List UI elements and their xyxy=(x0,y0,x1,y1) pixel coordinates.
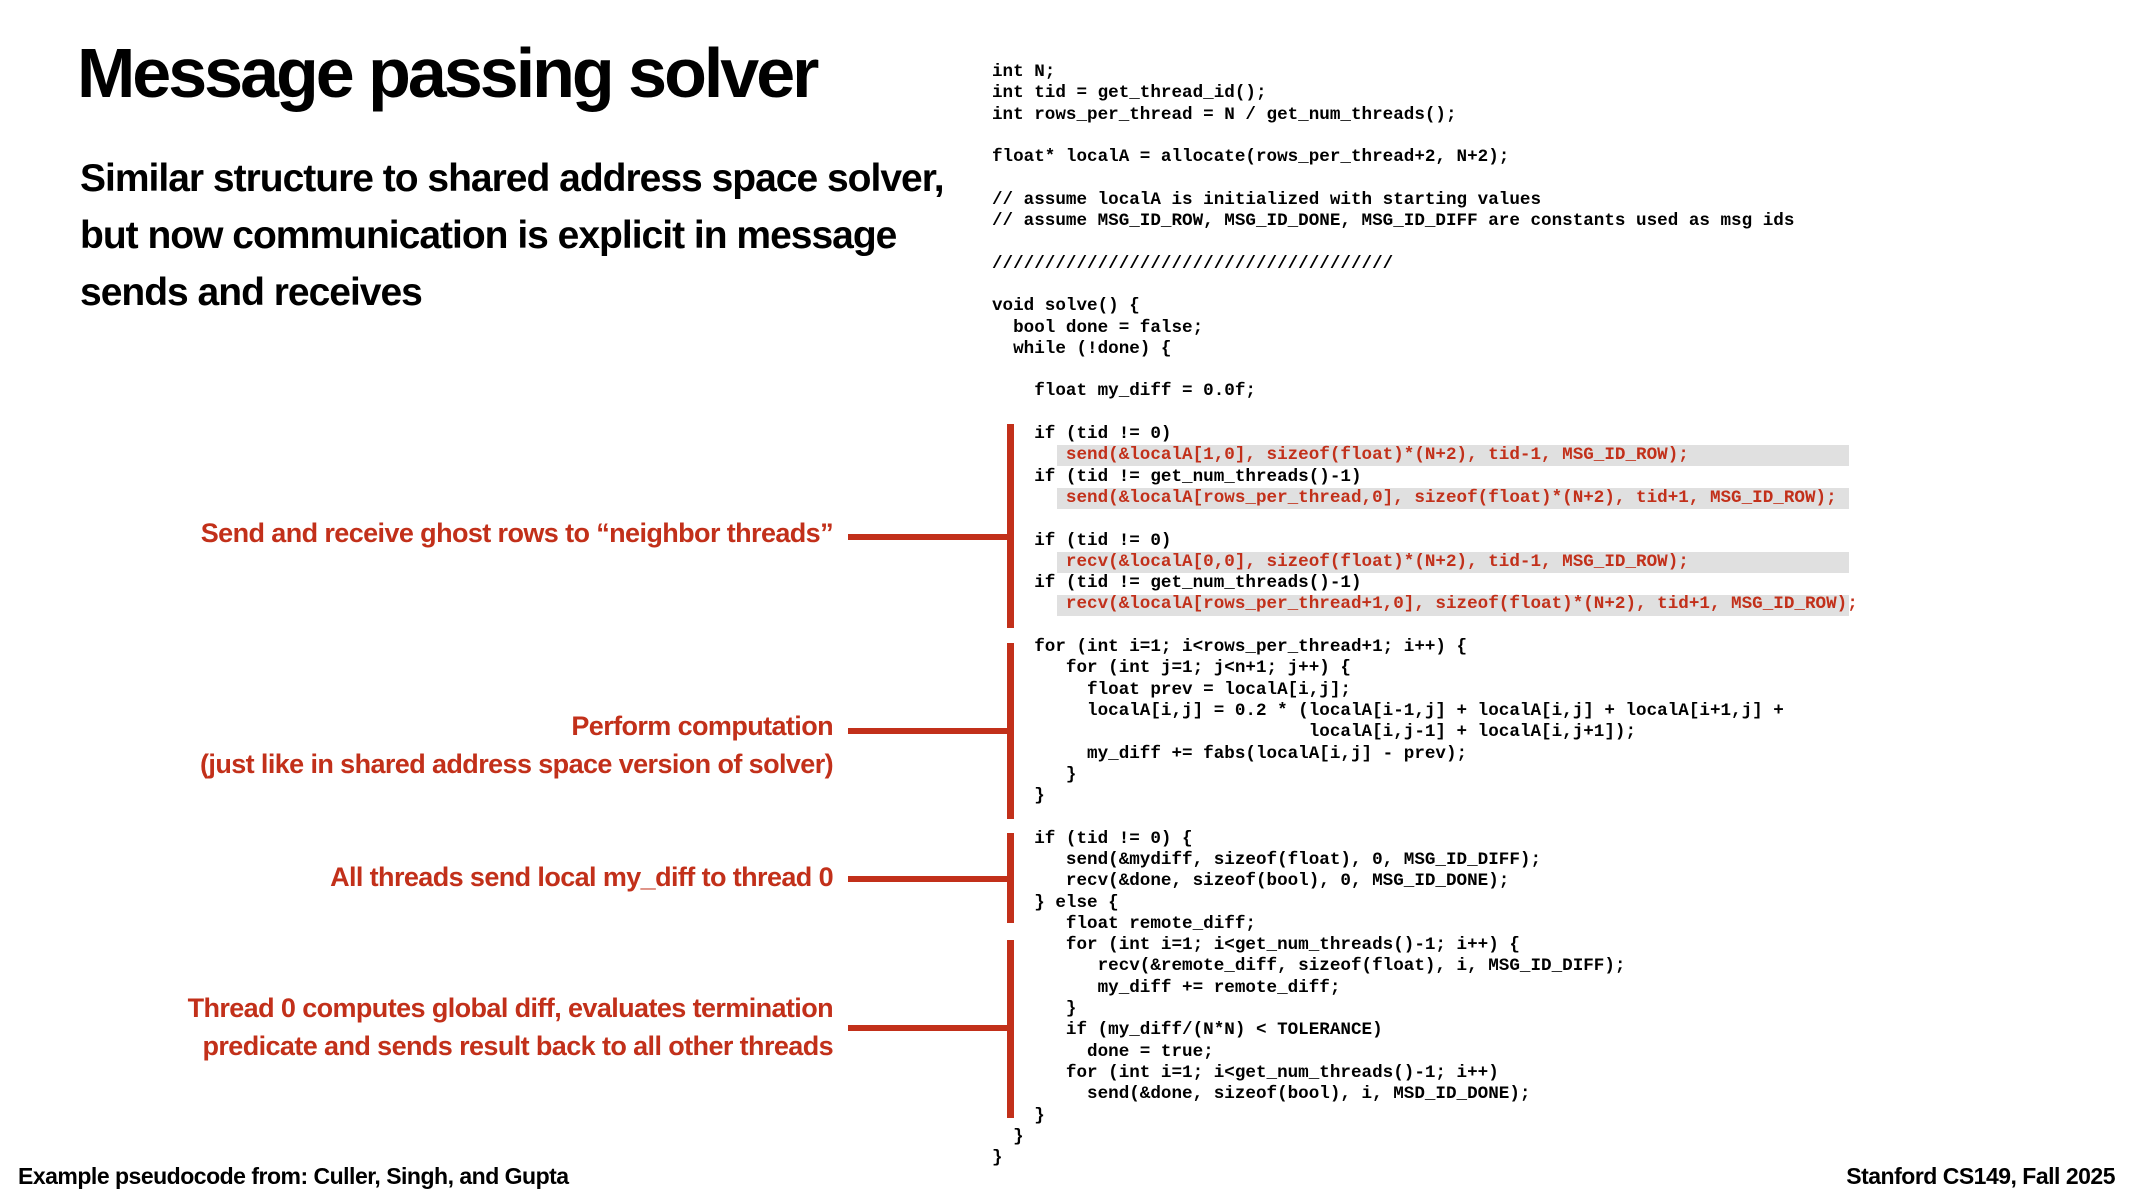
code-line: for (int i=1; i<get_num_threads()-1; i++… xyxy=(992,935,1520,956)
code-highlight-box xyxy=(1057,594,1849,616)
annotation-connector xyxy=(848,534,1013,540)
annotation-connector xyxy=(848,876,1013,882)
code-line: float prev = localA[i,j]; xyxy=(992,679,1351,700)
code-line: if (tid != 0) xyxy=(992,424,1172,445)
code-line: for (int j=1; j<n+1; j++) { xyxy=(992,658,1351,679)
bracket-ghost-rows xyxy=(1007,424,1014,628)
code-line: } xyxy=(992,1148,1003,1169)
code-line: if (my_diff/(N*N) < TOLERANCE) xyxy=(992,1020,1383,1041)
code-line: send(&mydiff, sizeof(float), 0, MSG_ID_D… xyxy=(992,849,1542,870)
code-line: ////////////////////////////////////// xyxy=(992,253,1394,274)
code-line: if (tid != get_num_threads()-1) xyxy=(992,466,1362,487)
code-line: for (int i=1; i<get_num_threads()-1; i++… xyxy=(992,1062,1499,1083)
annotation-line: (just like in shared address space versi… xyxy=(200,749,834,779)
code-line: my_diff += fabs(localA[i,j] - prev); xyxy=(992,743,1468,764)
annotation-ghost-rows: Send and receive ghost rows to “neighbor… xyxy=(200,514,834,552)
code-line xyxy=(992,360,1992,381)
code-line: } xyxy=(992,1105,1045,1126)
code-line: } xyxy=(992,786,1045,807)
code-line xyxy=(992,232,1992,253)
annotation-line: Send and receive ghost rows to “neighbor… xyxy=(200,518,834,548)
subtitle-line: Similar structure to shared address spac… xyxy=(80,157,945,200)
code-line: float remote_diff; xyxy=(992,913,1256,934)
code-line: // assume localA is initialized with sta… xyxy=(992,189,1542,210)
code-line: my_diff += remote_diff; xyxy=(992,977,1341,998)
annotation-line: Perform computation xyxy=(571,711,833,741)
code-line: send(&done, sizeof(bool), i, MSD_ID_DONE… xyxy=(992,1084,1531,1105)
code-line: } xyxy=(992,764,1077,785)
code-line: if (tid != get_num_threads()-1) xyxy=(992,573,1362,594)
code-line-highlighted: send(&localA[1,0], sizeof(float)*(N+2), … xyxy=(992,445,1689,466)
code-line: recv(&done, sizeof(bool), 0, MSG_ID_DONE… xyxy=(992,871,1510,892)
bracket-send-diff xyxy=(1007,833,1014,923)
code-highlight-box xyxy=(1057,488,1849,509)
code-line-highlighted: recv(&localA[rows_per_thread+1,0], sizeo… xyxy=(992,594,1858,615)
code-line xyxy=(992,168,1992,189)
code-highlight-box xyxy=(1057,445,1849,467)
code-line xyxy=(992,275,1992,296)
slide-subtitle: Similar structure to shared address spac… xyxy=(80,150,945,321)
code-line: for (int i=1; i<rows_per_thread+1; i++) … xyxy=(992,637,1468,658)
code-line: bool done = false; xyxy=(992,317,1204,338)
code-line: float* localA = allocate(rows_per_thread… xyxy=(992,147,1510,168)
annotation-line: Thread 0 computes global diff, evaluates… xyxy=(187,993,834,1023)
code-highlight-box xyxy=(1057,551,1849,573)
code-line: } else { xyxy=(992,892,1119,913)
code-line-highlighted: send(&localA[rows_per_thread,0], sizeof(… xyxy=(992,487,1837,508)
code-line: int N; xyxy=(992,62,1056,82)
code-line: void solve() { xyxy=(992,296,1140,317)
code-line xyxy=(992,509,1992,530)
annotation-line: All threads send local my_diff to thread… xyxy=(330,862,834,892)
code-line: int tid = get_thread_id(); xyxy=(992,83,1267,104)
bracket-termination xyxy=(1007,940,1014,1118)
code-line: float my_diff = 0.0f; xyxy=(992,381,1256,402)
code-line: } xyxy=(992,1126,1024,1147)
bracket-computation xyxy=(1007,643,1014,819)
subtitle-line: sends and receives xyxy=(80,271,423,314)
slide-title: Message passing solver xyxy=(77,34,819,112)
annotation-line: predicate and sends result back to all o… xyxy=(202,1031,834,1061)
code-block: int N;int tid = get_thread_id();int rows… xyxy=(992,62,1992,1169)
code-line: if (tid != 0) xyxy=(992,530,1172,551)
subtitle-line: but now communication is explicit in mes… xyxy=(80,214,897,257)
annotation-computation: Perform computation (just like in shared… xyxy=(200,707,834,783)
code-line: done = true; xyxy=(992,1041,1214,1062)
annotation-send-diff: All threads send local my_diff to thread… xyxy=(330,858,834,896)
code-line: localA[i,j] = 0.2 * (localA[i-1,j] + loc… xyxy=(992,700,1784,721)
code-line: recv(&remote_diff, sizeof(float), i, MSG… xyxy=(992,956,1626,977)
code-line xyxy=(992,807,1992,828)
code-line: while (!done) { xyxy=(992,338,1172,359)
code-line xyxy=(992,126,1992,147)
code-line xyxy=(992,616,1992,637)
code-line: // assume MSG_ID_ROW, MSG_ID_DONE, MSG_I… xyxy=(992,211,1795,232)
code-line xyxy=(992,403,1992,424)
code-line: } xyxy=(992,999,1077,1020)
code-line: localA[i,j-1] + localA[i,j+1]); xyxy=(992,722,1637,743)
code-line: int rows_per_thread = N / get_num_thread… xyxy=(992,104,1457,125)
annotation-termination: Thread 0 computes global diff, evaluates… xyxy=(187,989,834,1065)
footer-citation: Example pseudocode from: Culler, Singh, … xyxy=(18,1163,569,1189)
code-line-highlighted: recv(&localA[0,0], sizeof(float)*(N+2), … xyxy=(992,551,1689,572)
annotation-connector xyxy=(848,1025,1013,1031)
code-line: if (tid != 0) { xyxy=(992,828,1193,849)
annotation-connector xyxy=(848,728,1013,734)
footer-course: Stanford CS149, Fall 2025 xyxy=(1846,1163,2115,1189)
